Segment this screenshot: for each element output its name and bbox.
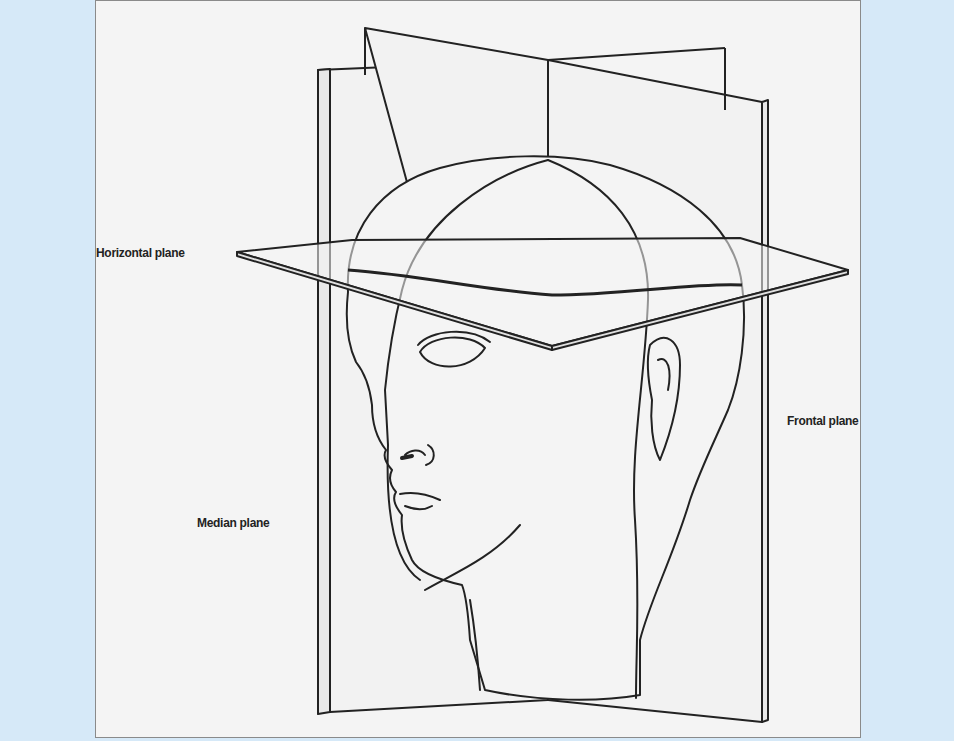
plane-label: Horizontal plane	[96, 246, 185, 260]
plane-label: Frontal plane	[787, 414, 858, 428]
plane-label: Median plane	[197, 516, 269, 530]
